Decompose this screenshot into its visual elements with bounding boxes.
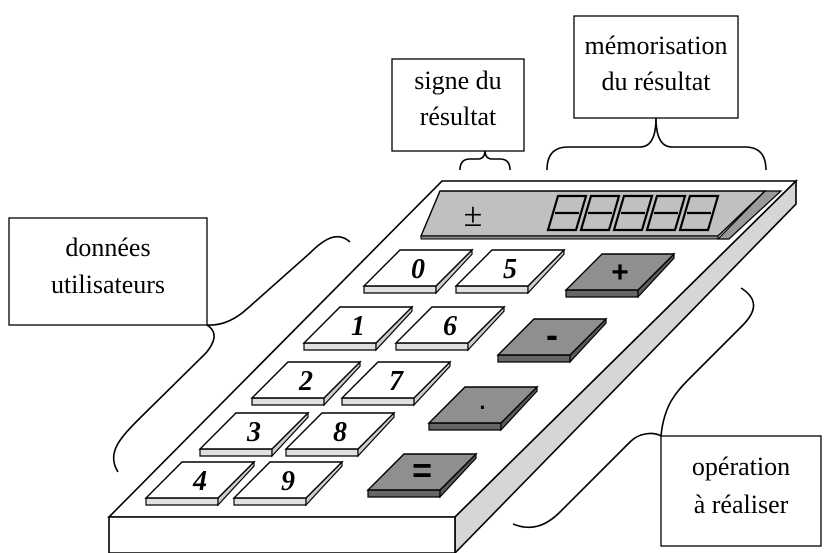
- digit-key[interactable]: 9: [232, 460, 344, 507]
- label-operation: opération à réaliser: [660, 435, 822, 547]
- digit-key[interactable]: 1: [302, 305, 414, 352]
- digit-key-label: 1: [351, 311, 365, 342]
- sign-brace: [459, 149, 511, 171]
- operator-key[interactable]: ·: [427, 385, 539, 432]
- digit-key-label: 3: [246, 417, 261, 448]
- digit-key-label: 4: [192, 466, 207, 497]
- digit-key[interactable]: 4: [144, 460, 256, 507]
- label-memory-line2: du résultat: [601, 67, 711, 96]
- operator-key[interactable]: +: [564, 252, 676, 299]
- digit-key[interactable]: 3: [198, 411, 310, 458]
- calculator-front-face: [108, 516, 456, 553]
- digit-key[interactable]: 2: [250, 360, 362, 407]
- display-panel: ±: [419, 190, 783, 240]
- display-side: [716, 190, 783, 240]
- digit-key-label: 7: [389, 366, 404, 397]
- digit-key-label: 5: [503, 254, 517, 285]
- digit-key-label: 2: [298, 366, 313, 397]
- digit-key-label: 9: [281, 466, 295, 497]
- label-sign-line2: résultat: [420, 102, 497, 131]
- digit-key[interactable]: 5: [454, 248, 566, 295]
- digit-key-label: 8: [333, 417, 347, 448]
- calculator-side-face: [454, 179, 797, 553]
- operator-key-label: +: [611, 256, 629, 289]
- digit-key[interactable]: 6: [394, 305, 506, 352]
- operator-key-label: -: [546, 314, 558, 355]
- label-user-data: données utilisateurs: [8, 217, 208, 326]
- display-digit: [579, 194, 621, 232]
- operator-key[interactable]: =: [366, 452, 478, 499]
- label-user-data-line1: données: [65, 233, 150, 262]
- display-digits: [546, 194, 720, 232]
- display-sign-symbol: ±: [464, 197, 483, 234]
- label-operation-line2: à réaliser: [694, 490, 789, 519]
- digit-key[interactable]: 7: [340, 360, 452, 407]
- label-memory: mémorisation du résultat: [573, 15, 739, 119]
- digit-key-label: 6: [443, 311, 457, 342]
- display-digit: [546, 194, 588, 232]
- keypad: 0 5 1 6 2 7 3 8 4 9 + - · =: [144, 248, 676, 507]
- digit-key-label: 0: [411, 254, 425, 285]
- label-sign-line1: signe du: [414, 66, 501, 95]
- operator-key-label: ·: [479, 395, 486, 420]
- display-digit: [645, 194, 687, 232]
- label-user-data-line2: utilisateurs: [51, 270, 165, 299]
- operator-key[interactable]: -: [496, 314, 608, 364]
- label-sign: signe du résultat: [391, 58, 525, 152]
- digit-key[interactable]: 0: [362, 248, 474, 295]
- digit-key[interactable]: 8: [284, 411, 396, 458]
- label-memory-line1: mémorisation: [585, 31, 728, 60]
- label-operation-line1: opération: [692, 452, 790, 481]
- memory-brace: [546, 117, 767, 171]
- display-digit: [678, 194, 720, 232]
- operator-key-label: =: [412, 452, 432, 490]
- display-digit: [612, 194, 654, 232]
